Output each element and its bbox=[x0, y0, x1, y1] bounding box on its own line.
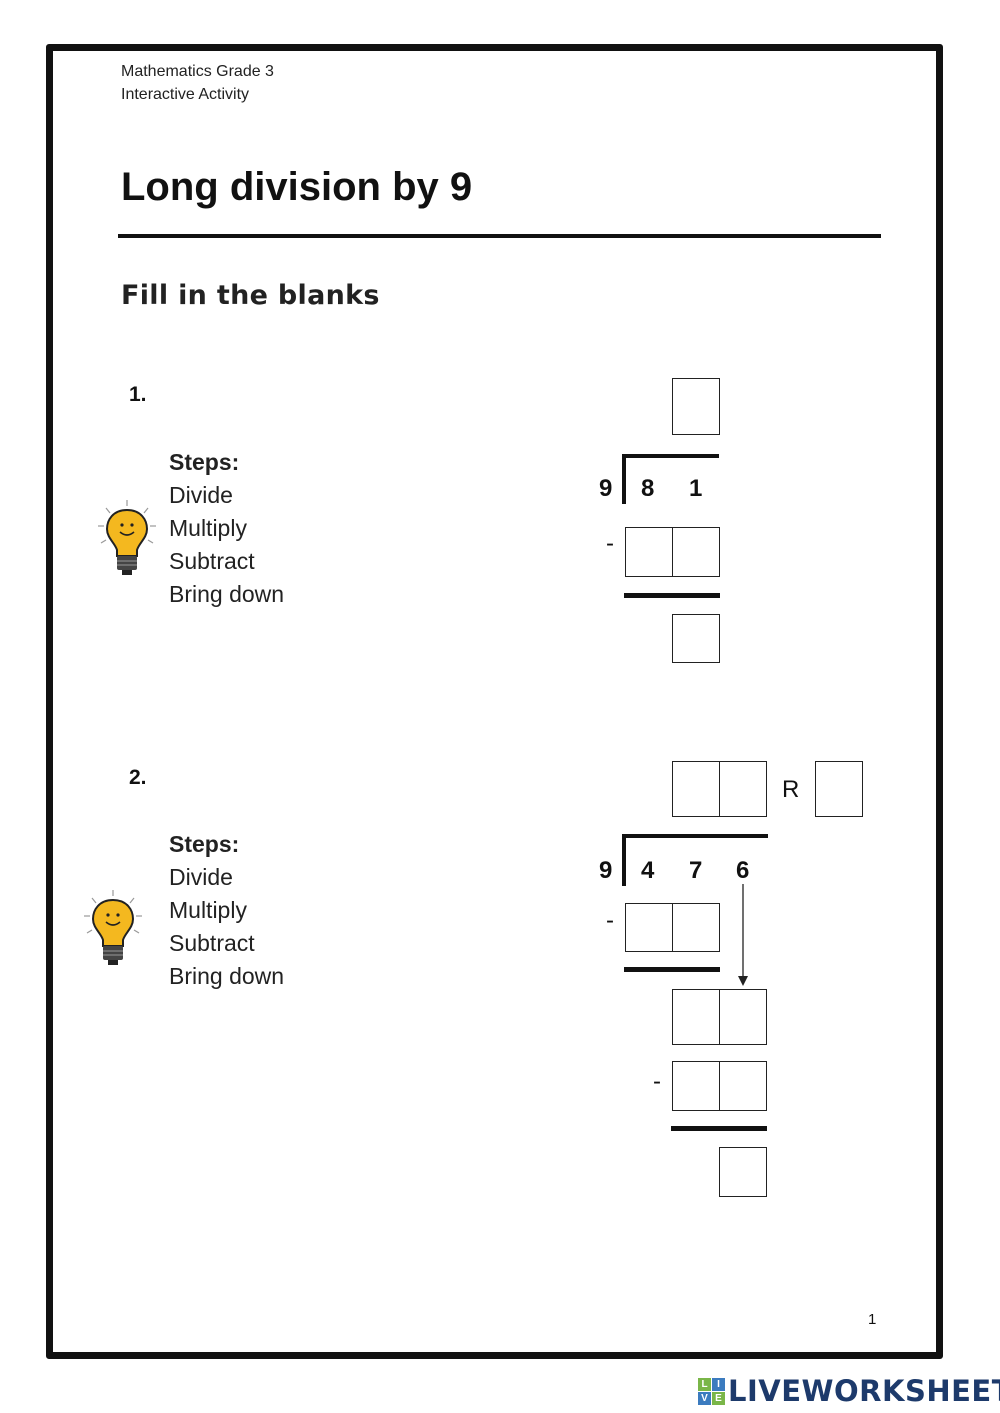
p2-dividend-digit-3: 6 bbox=[736, 857, 750, 884]
p1-product-box-1[interactable] bbox=[625, 527, 673, 577]
step-divide: Divide bbox=[169, 482, 233, 508]
lightbulb-icon bbox=[84, 890, 142, 965]
page-number: 1 bbox=[868, 1311, 877, 1328]
p1-divisor: 9 bbox=[599, 475, 613, 502]
steps-heading: Steps: bbox=[169, 831, 240, 857]
logo-letter-e: E bbox=[712, 1392, 725, 1405]
step-multiply: Multiply bbox=[169, 897, 247, 923]
step-subtract: Subtract bbox=[169, 548, 255, 574]
p2-subtract-line-1 bbox=[624, 967, 720, 972]
logo-letter-l: L bbox=[698, 1378, 711, 1391]
logo-letter-i: I bbox=[712, 1378, 725, 1391]
p1-division-bracket bbox=[622, 454, 626, 504]
p2-minus-sign-2: - bbox=[653, 1068, 661, 1095]
p2-division-bracket bbox=[622, 834, 626, 886]
p2-divisor: 9 bbox=[599, 857, 613, 884]
step-divide: Divide bbox=[169, 864, 233, 890]
p1-division-bar bbox=[622, 454, 719, 458]
p2-dividend-digit-1: 4 bbox=[641, 857, 655, 884]
problem-2-number: 2. bbox=[129, 766, 147, 789]
p2-remainder-answer-box[interactable] bbox=[815, 761, 863, 817]
liveworksheets-brand: LIVEWORKSHEETS bbox=[728, 1374, 1000, 1408]
p1-dividend-digit-2: 1 bbox=[689, 475, 703, 502]
p1-minus-sign: - bbox=[606, 530, 614, 557]
problem-1-number: 1. bbox=[129, 383, 147, 406]
step-subtract: Subtract bbox=[169, 930, 255, 956]
p2-product2-box-1[interactable] bbox=[672, 1061, 720, 1111]
step-bring-down: Bring down bbox=[169, 581, 285, 607]
p2-final-remainder-box[interactable] bbox=[719, 1147, 767, 1197]
instruction-heading: Fill in the blanks bbox=[121, 280, 380, 311]
p2-minus-sign-1: - bbox=[606, 907, 614, 934]
p2-division-bar bbox=[622, 834, 768, 838]
problem-2-steps: Steps: Divide Multiply Subtract Bring do… bbox=[169, 828, 284, 993]
p2-product-box-1[interactable] bbox=[625, 903, 673, 952]
p2-quotient-box-2[interactable] bbox=[719, 761, 767, 817]
liveworksheets-logo-icon: L I V E bbox=[698, 1378, 725, 1406]
bring-down-arrow-icon bbox=[738, 884, 748, 986]
p1-subtract-line bbox=[624, 593, 720, 598]
p2-subtract-line-2 bbox=[671, 1126, 767, 1131]
p2-product2-box-2[interactable] bbox=[719, 1061, 767, 1111]
logo-letter-v: V bbox=[698, 1392, 711, 1405]
p2-difference-box-2[interactable] bbox=[719, 989, 767, 1045]
p2-quotient-box-1[interactable] bbox=[672, 761, 720, 817]
step-bring-down: Bring down bbox=[169, 963, 285, 989]
p2-dividend-digit-2: 7 bbox=[689, 857, 703, 884]
p1-quotient-box[interactable] bbox=[672, 378, 720, 435]
lightbulb-icon bbox=[98, 500, 156, 575]
header-subject: Mathematics Grade 3 bbox=[121, 63, 274, 80]
title-divider bbox=[118, 234, 881, 238]
header-activity: Interactive Activity bbox=[121, 86, 250, 103]
p2-product-box-2[interactable] bbox=[672, 903, 720, 952]
p2-difference-box-1[interactable] bbox=[672, 989, 720, 1045]
p2-remainder-label: R bbox=[782, 776, 800, 803]
steps-heading: Steps: bbox=[169, 449, 240, 475]
step-multiply: Multiply bbox=[169, 515, 247, 541]
p1-remainder-box[interactable] bbox=[672, 614, 720, 663]
page-title: Long division by 9 bbox=[121, 165, 473, 209]
p1-product-box-2[interactable] bbox=[672, 527, 720, 577]
p1-dividend-digit-1: 8 bbox=[641, 475, 655, 502]
worksheet-frame bbox=[46, 44, 943, 1359]
problem-1-steps: Steps: Divide Multiply Subtract Bring do… bbox=[169, 446, 284, 611]
